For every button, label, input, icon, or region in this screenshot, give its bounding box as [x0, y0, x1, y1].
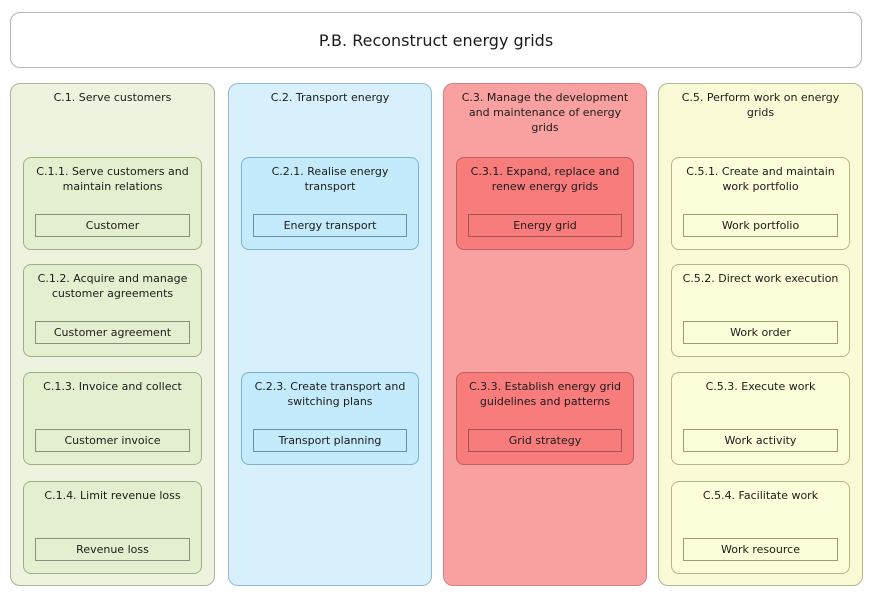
- capability-group-label: C.1. Serve customers: [53, 91, 172, 104]
- capability-card[interactable]: C.1.2. Acquire and manage customer agree…: [23, 264, 202, 357]
- capability-group-label: C.2. Transport energy: [270, 91, 390, 104]
- capability-card-label: C.5.1. Create and maintain work portfoli…: [686, 165, 835, 193]
- business-object-box[interactable]: Work activity: [683, 429, 838, 452]
- business-object-box[interactable]: Work resource: [683, 538, 838, 561]
- business-object-label: Work order: [730, 326, 791, 339]
- diagram-title: P.B. Reconstruct energy grids: [318, 30, 554, 50]
- business-object-box[interactable]: Energy grid: [468, 214, 622, 237]
- business-object-box[interactable]: Customer: [35, 214, 190, 237]
- capability-card-label: C.1.1. Serve customers and maintain rela…: [36, 165, 189, 193]
- business-object-label: Energy transport: [283, 219, 377, 232]
- capability-group-c3[interactable]: C.3. Manage the development and maintena…: [443, 83, 647, 586]
- capability-card[interactable]: C.5.1. Create and maintain work portfoli…: [671, 157, 850, 250]
- capability-card-label: C.5.4. Facilitate work: [702, 489, 819, 502]
- capability-card[interactable]: C.5.3. Execute work Work activity: [671, 372, 850, 465]
- business-object-box[interactable]: Energy transport: [253, 214, 407, 237]
- capability-card-label: C.2.3. Create transport and switching pl…: [254, 380, 406, 408]
- capability-card[interactable]: C.2.3. Create transport and switching pl…: [241, 372, 419, 465]
- business-object-box[interactable]: Customer invoice: [35, 429, 190, 452]
- business-object-label: Transport planning: [278, 434, 382, 447]
- business-object-label: Customer: [85, 219, 140, 232]
- business-object-label: Energy grid: [513, 219, 577, 232]
- capability-card-label: C.3.1. Expand, replace and renew energy …: [470, 165, 620, 193]
- capability-card-label: C.3.3. Establish energy grid guidelines …: [468, 380, 622, 408]
- business-object-box[interactable]: Revenue loss: [35, 538, 190, 561]
- capability-card-label: C.5.3. Execute work: [705, 380, 816, 393]
- capability-group-c2[interactable]: C.2. Transport energy C.2.1. Realise ene…: [228, 83, 432, 586]
- capability-card[interactable]: C.1.4. Limit revenue loss Revenue loss: [23, 481, 202, 574]
- capability-group-label: C.5. Perform work on energy grids: [681, 91, 840, 119]
- business-object-label: Customer invoice: [64, 434, 161, 447]
- business-object-label: Customer agreement: [53, 326, 172, 339]
- capability-card-label: C.5.2. Direct work execution: [682, 272, 839, 285]
- business-object-box[interactable]: Grid strategy: [468, 429, 622, 452]
- business-object-box[interactable]: Customer agreement: [35, 321, 190, 344]
- capability-card[interactable]: C.1.3. Invoice and collect Customer invo…: [23, 372, 202, 465]
- business-object-label: Grid strategy: [508, 434, 582, 447]
- business-object-box[interactable]: Transport planning: [253, 429, 407, 452]
- capability-card[interactable]: C.5.4. Facilitate work Work resource: [671, 481, 850, 574]
- capability-group-c1[interactable]: C.1. Serve customers C.1.1. Serve custom…: [10, 83, 215, 586]
- capability-card-label: C.1.4. Limit revenue loss: [44, 489, 181, 502]
- business-object-label: Work resource: [721, 543, 800, 556]
- business-object-box[interactable]: Work portfolio: [683, 214, 838, 237]
- diagram-title-box: P.B. Reconstruct energy grids: [10, 12, 862, 68]
- business-object-label: Revenue loss: [76, 543, 149, 556]
- capability-card[interactable]: C.3.3. Establish energy grid guidelines …: [456, 372, 634, 465]
- capability-card[interactable]: C.1.1. Serve customers and maintain rela…: [23, 157, 202, 250]
- capability-card-label: C.1.3. Invoice and collect: [43, 380, 182, 393]
- capability-group-label: C.3. Manage the development and maintena…: [461, 91, 629, 134]
- capability-card[interactable]: C.2.1. Realise energy transport Energy t…: [241, 157, 419, 250]
- capability-group-c5[interactable]: C.5. Perform work on energy grids C.5.1.…: [658, 83, 863, 586]
- capability-card-label: C.2.1. Realise energy transport: [271, 165, 389, 193]
- business-object-box[interactable]: Work order: [683, 321, 838, 344]
- capability-card-label: C.1.2. Acquire and manage customer agree…: [37, 272, 188, 300]
- business-object-label: Work activity: [724, 434, 797, 447]
- capability-card[interactable]: C.5.2. Direct work execution Work order: [671, 264, 850, 357]
- capability-card[interactable]: C.3.1. Expand, replace and renew energy …: [456, 157, 634, 250]
- business-object-label: Work portfolio: [721, 219, 800, 232]
